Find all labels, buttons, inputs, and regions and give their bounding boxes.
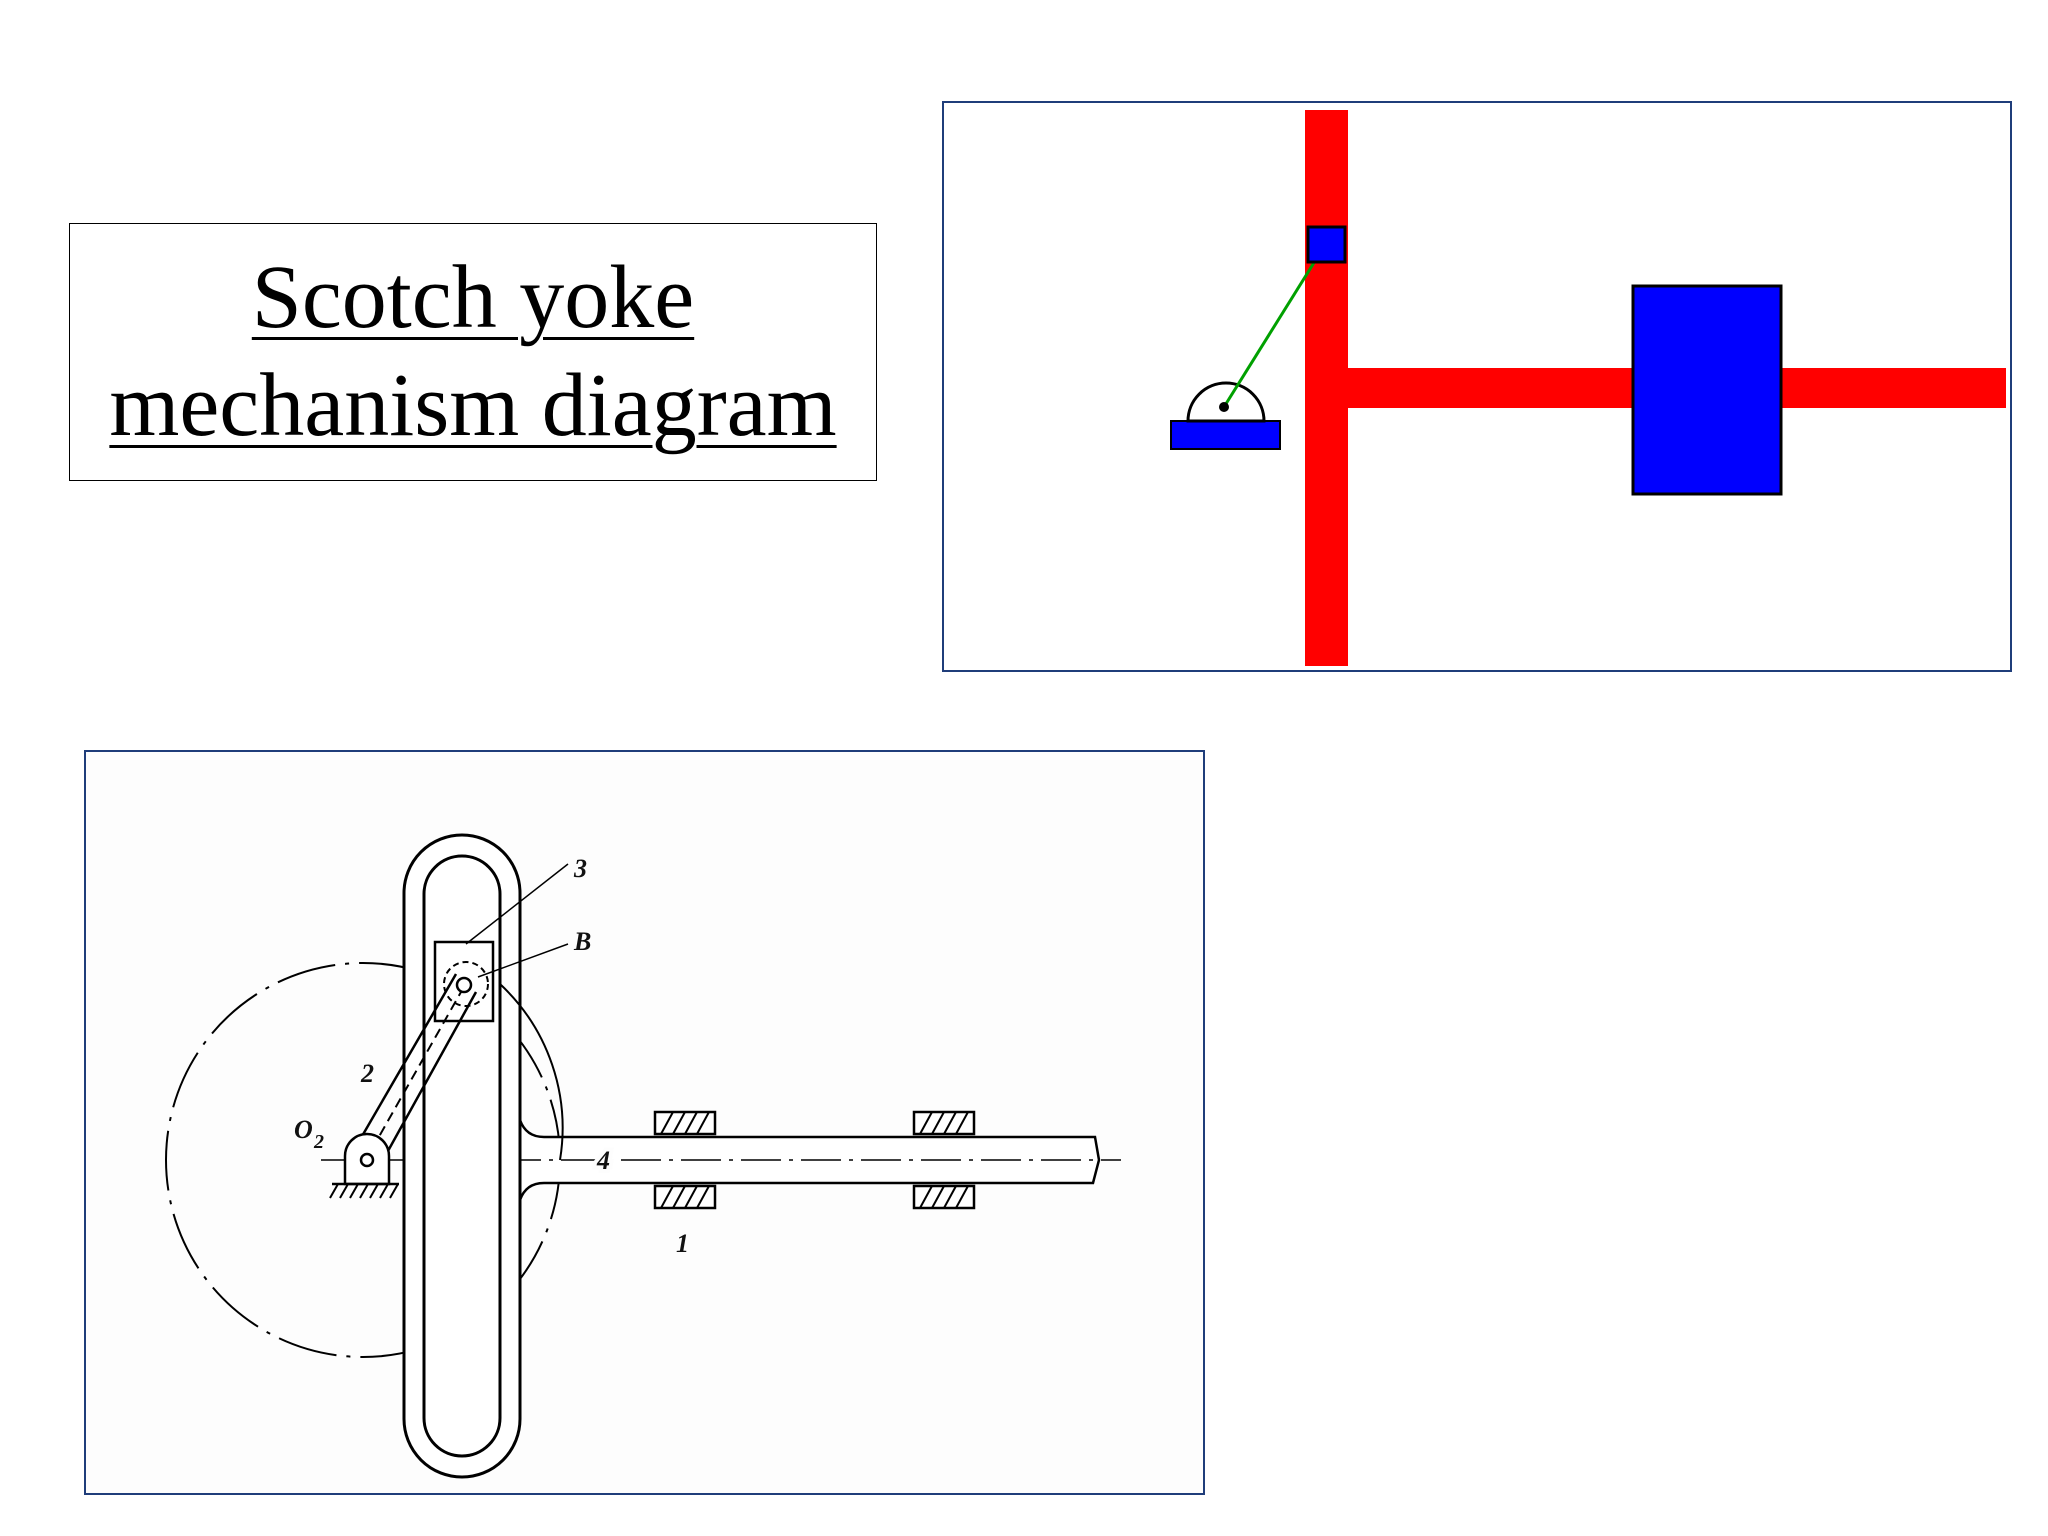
bearing-upper-right (912, 1110, 976, 1136)
pin-b (455, 976, 473, 994)
title-line-1: Scotch yoke (251, 248, 695, 347)
yoke-vertical-bar (1305, 110, 1348, 666)
label-1: 1 (676, 1229, 689, 1258)
label-3: 3 (573, 854, 587, 883)
pivot-pin (1219, 402, 1229, 412)
label-4: 4 (596, 1146, 610, 1175)
leader-b (477, 943, 569, 978)
title-box: Scotch yoke mechanism diagram (69, 223, 877, 481)
simulation-panel (942, 101, 2012, 672)
ground-pivot-pin (359, 1152, 375, 1168)
crank-link-solid-2 (381, 991, 478, 1161)
title-line-2: mechanism diagram (109, 356, 837, 455)
bearing-upper-left (653, 1110, 717, 1136)
bearing-lower-right (912, 1184, 976, 1210)
guide-block (1631, 284, 1783, 496)
crank-link (1222, 244, 1327, 408)
label-o-sub: 2 (313, 1131, 324, 1153)
label-2: 2 (360, 1059, 374, 1088)
slider-block (1306, 225, 1347, 264)
label-b: B (573, 927, 591, 956)
ground-base (1170, 420, 1281, 450)
crank-link-dashed (371, 991, 462, 1150)
crank-circle-arc (499, 983, 564, 1161)
scotch-yoke-drawing: 3 B 2 O 2 4 1 (165, 833, 1121, 1479)
leader-3 (465, 863, 569, 945)
ground-hatch (329, 1183, 399, 1199)
crank-link-solid-1 (352, 973, 458, 1151)
simulation-diagram (1170, 110, 2006, 666)
label-o: O (294, 1115, 313, 1144)
technical-drawing-panel: 3 B 2 O 2 4 1 (84, 750, 1205, 1495)
pin-dashed-circle (443, 961, 489, 1007)
bearing-lower-left (653, 1184, 717, 1210)
